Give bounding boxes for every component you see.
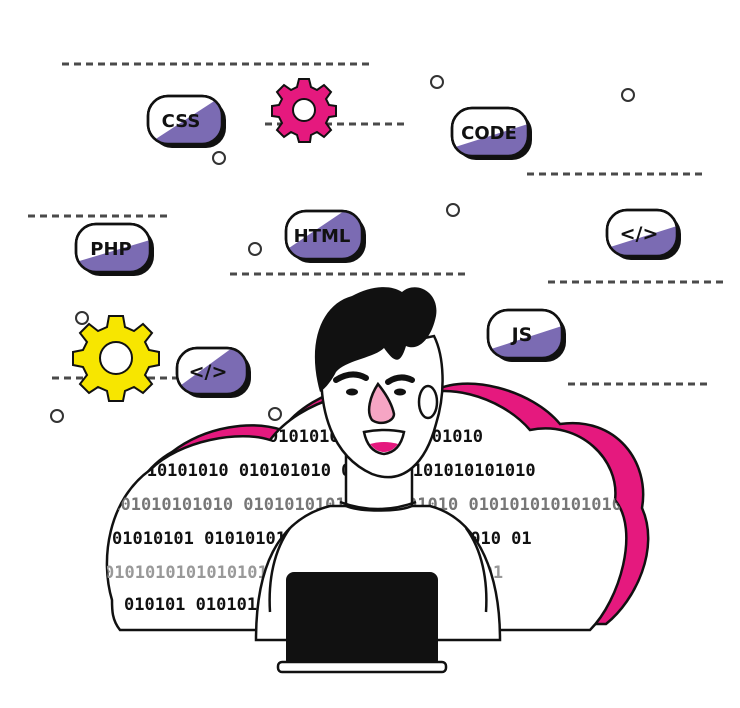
tag-php-label: PHP <box>90 239 131 260</box>
tag-js: JS <box>486 308 566 362</box>
tag-html-label: HTML <box>294 226 351 247</box>
binary-row: 01010101010 010101010 010 01010101010101… <box>116 461 536 481</box>
tag-close-right: </> <box>605 208 681 260</box>
tag-css: CSS <box>146 94 226 148</box>
gear-icon <box>72 315 160 402</box>
tag-close-right-label: </> <box>620 223 659 245</box>
tag-code: CODE <box>450 106 532 160</box>
small-circles <box>50 75 635 423</box>
hair <box>314 287 437 392</box>
tag-code-label: CODE <box>461 123 517 144</box>
tag-css-label: CSS <box>162 111 201 132</box>
gear-icon <box>271 78 337 143</box>
nose <box>367 381 396 425</box>
tag-close-left: </> <box>175 346 251 398</box>
tag-close-left-label: </> <box>189 361 228 383</box>
dashed-lines <box>28 62 724 386</box>
tag-js-label: JS <box>510 324 533 346</box>
tag-html: HTML <box>284 209 366 263</box>
tag-php: PHP <box>74 222 154 276</box>
laptop-icon <box>276 572 448 674</box>
